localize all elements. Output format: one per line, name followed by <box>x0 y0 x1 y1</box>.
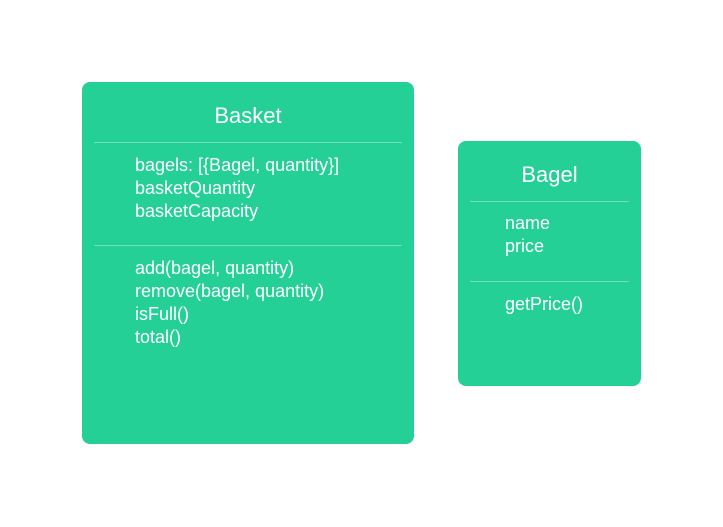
operation: getPrice() <box>505 294 584 314</box>
attribute: basketQuantity <box>135 178 256 198</box>
class-box-basket: Basket bagels: [{Bagel, quantity}] baske… <box>82 82 414 444</box>
operation-list-basket: add(bagel, quantity) remove(bagel, quant… <box>135 257 324 349</box>
class-divider <box>470 201 629 202</box>
operation: isFull() <box>135 304 189 324</box>
attribute-list-basket: bagels: [{Bagel, quantity}] basketQuanti… <box>135 154 339 223</box>
class-divider <box>470 281 629 282</box>
class-divider <box>94 245 402 246</box>
operation-list-bagel: getPrice() <box>505 293 583 316</box>
attribute-list-bagel: name price <box>505 212 550 258</box>
operation: remove(bagel, quantity) <box>135 281 325 301</box>
class-divider <box>94 142 402 143</box>
operation: total() <box>135 327 182 347</box>
attribute: bagels: [{Bagel, quantity}] <box>135 155 340 175</box>
class-box-bagel: Bagel name price getPrice() <box>458 141 641 386</box>
attribute: basketCapacity <box>135 201 259 221</box>
class-name-bagel: Bagel <box>521 162 578 187</box>
operation: add(bagel, quantity) <box>135 258 295 278</box>
class-name-basket: Basket <box>214 103 282 128</box>
attribute: price <box>505 236 545 256</box>
attribute: name <box>505 213 551 233</box>
